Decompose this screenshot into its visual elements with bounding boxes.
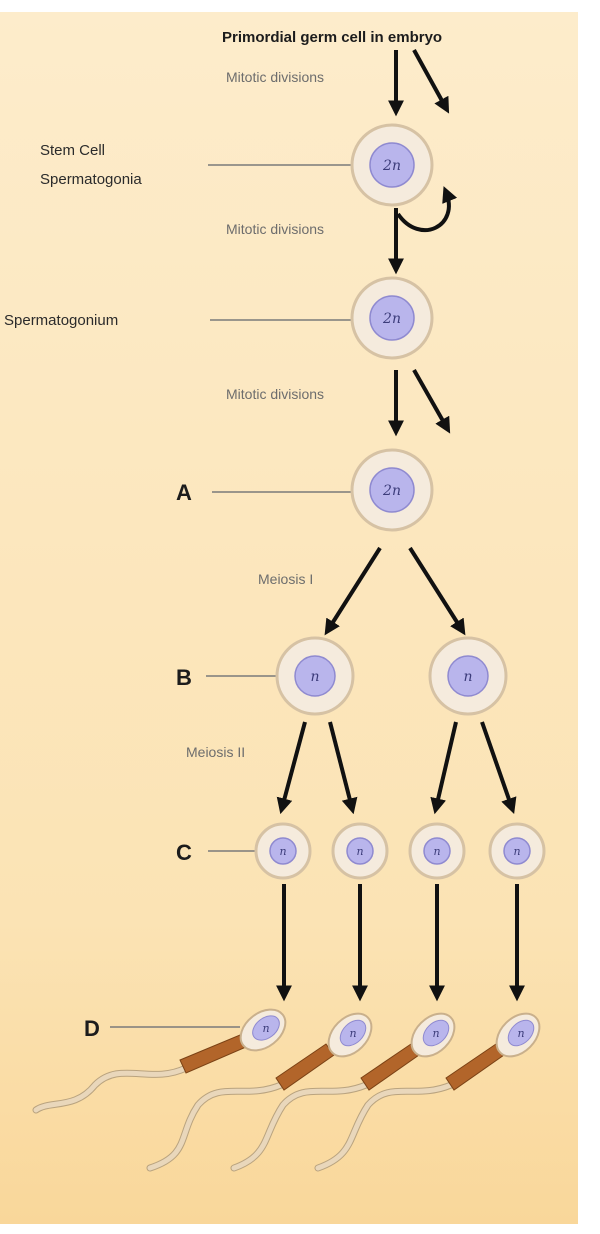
ploidy-c-4: n: [513, 845, 520, 858]
arrow-meiosis-1-right: [408, 546, 466, 636]
arrow-meiosis-2-1: [276, 721, 307, 815]
step-label-mitotic-2: Mitotic divisions: [226, 221, 324, 237]
cell-b-right: n: [428, 636, 508, 716]
ploidy-d-4: n: [517, 1027, 524, 1040]
cell-b-left: n: [275, 636, 355, 716]
label-c: C: [176, 840, 192, 865]
cell-a: 2n: [350, 448, 434, 532]
arrow-meiosis-2-2: [328, 721, 358, 815]
ploidy-d-1: n: [262, 1022, 269, 1035]
sperm-cell-2: n: [146, 1012, 373, 1172]
label-stem-cell-line2: Spermatogonia: [40, 171, 142, 188]
arrow-meiosis-2-3: [430, 721, 458, 815]
label-b: B: [176, 665, 192, 690]
cell-c-3: n: [408, 822, 466, 880]
diagram-title: Primordial germ cell in embryo: [222, 29, 442, 46]
ploidy-spermatogonium: 2n: [382, 311, 401, 327]
step-label-mitotic-1: Mitotic divisions: [226, 69, 324, 85]
label-stem-cell-line1: Stem Cell: [40, 142, 105, 159]
ploidy-d-2: n: [349, 1027, 356, 1040]
arrow-meiosis-1-left: [324, 546, 382, 636]
step-label-mitotic-3: Mitotic divisions: [226, 386, 324, 402]
ploidy-b-right: n: [463, 669, 472, 685]
diagram-background: [0, 12, 578, 1224]
arrow-meiosis-2-4: [480, 721, 517, 815]
step-label-meiosis-2: Meiosis II: [186, 744, 245, 760]
label-spermatogonium: Spermatogonium: [4, 312, 118, 329]
step-label-meiosis-1: Meiosis I: [258, 571, 313, 587]
ploidy-b-left: n: [310, 669, 319, 685]
cell-c-2: n: [331, 822, 389, 880]
ploidy-c-1: n: [279, 845, 286, 858]
ploidy-stem-cell: 2n: [382, 158, 401, 174]
ploidy-c-3: n: [433, 845, 440, 858]
cell-c-4: n: [488, 822, 546, 880]
sperm-cell-3: n: [230, 1012, 456, 1172]
sperm-cell-4: n: [314, 1012, 541, 1172]
arrow-mitotic-1-diagonal: [412, 49, 450, 114]
ploidy-d-3: n: [432, 1027, 439, 1040]
cell-stem-spermatogonia: 2n: [350, 123, 434, 207]
cell-c-1: n: [254, 822, 312, 880]
cell-spermatogonium: 2n: [350, 276, 434, 360]
sperm-cell-1: n: [32, 1008, 287, 1114]
label-a: A: [176, 480, 192, 505]
ploidy-c-2: n: [356, 845, 363, 858]
label-d: D: [84, 1016, 100, 1041]
arrow-mitotic-3-diagonal: [412, 369, 451, 434]
arrow-self-renewal: [396, 186, 458, 233]
ploidy-a: 2n: [382, 483, 401, 499]
